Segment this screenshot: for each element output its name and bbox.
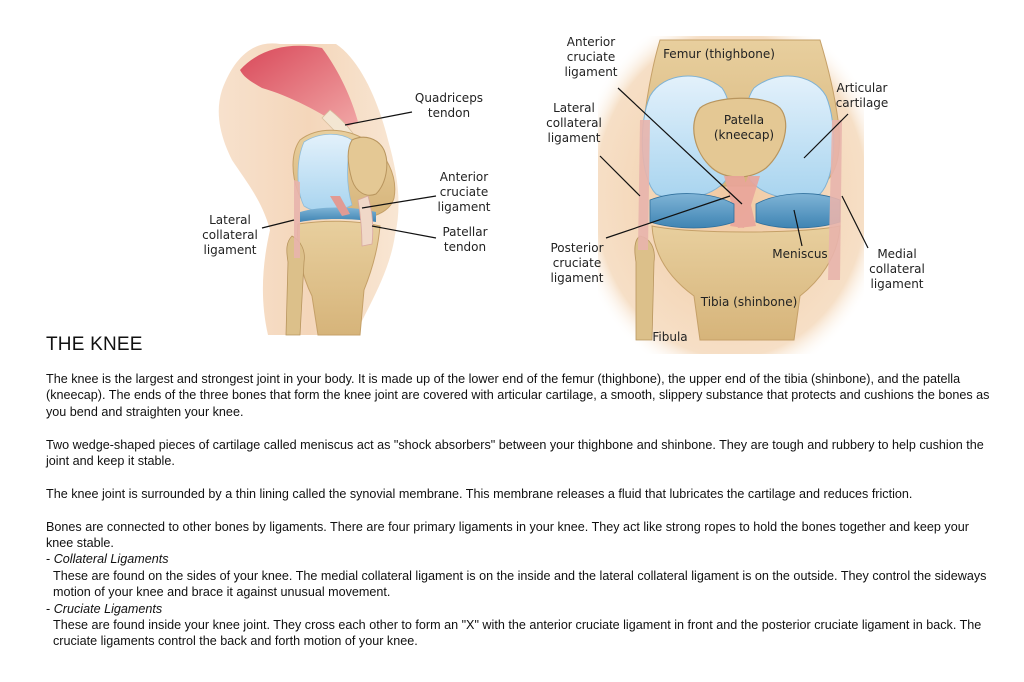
label-line: Femur (thighbone) [663,47,775,61]
front-label-fibula: Fibula [652,330,687,344]
list-item-description: These are found on the sides of your kne… [53,568,987,600]
paragraph-ligaments: Bones are connected to other bones by li… [46,519,969,551]
front-label-femur-text: Femur (thighbone) [663,47,775,61]
list-item-title: Collateral Ligaments [53,552,169,567]
side-view-articular-cartilage [297,133,353,213]
front-view-medial-collateral-ligament [828,120,842,280]
ligament-list-item-cruciate: - Cruciate Ligaments These are found ins… [46,601,996,650]
label-line: Articular [836,81,887,95]
list-item-description: These are found inside your knee joint. … [53,618,982,649]
label-line: cartilage [836,96,889,110]
front-view-meniscus-right [755,193,841,229]
list-item-heading: - Collateral Ligaments [46,551,996,567]
front-view-lateral-collateral-ligament [638,120,650,250]
page-title: THE KNEE [46,334,143,355]
label-line: Lateral [553,101,595,115]
front-label-tibia: Tibia (shinbone) [700,295,798,309]
label-line: ligament [550,271,603,285]
label-line: ligament [870,277,923,291]
front-label-meniscus: Meniscus [772,209,828,261]
front-view-fibula [634,235,655,341]
quadriceps-muscle [240,45,358,128]
side-view-acl [330,196,350,216]
side-view-lateral-collateral-ligament [294,180,300,258]
label-line: collateral [869,262,925,276]
label-line: Patellar [442,225,487,239]
label-line: Anterior [567,35,616,49]
label-line: tendon [428,106,470,120]
list-item-title: Cruciate Ligaments [53,601,163,616]
label-line: Posterior [550,241,603,255]
label-line: Medial [877,247,916,261]
front-label-meniscus-text: Meniscus [772,247,827,261]
label-line: ligament [564,65,617,79]
front-view-cruciate-ligaments [724,176,760,228]
paragraph-meniscus: Two wedge-shaped pieces of cartilage cal… [46,437,984,469]
label-line: collateral [546,116,602,130]
list-dash: - [46,552,54,567]
side-view-patella [347,136,388,196]
label-line: tendon [444,240,486,254]
label-line: Tibia (shinbone) [700,295,798,309]
front-label-patella-text: Patella(kneecap) [714,113,774,142]
label-line: cruciate [567,50,616,64]
label-line: Meniscus [772,247,827,261]
label-line: Anterior [440,170,489,184]
label-line: Quadriceps [415,91,483,105]
article-body: The knee is the largest and strongest jo… [46,371,996,650]
front-label-femur: Femur (thighbone) [663,47,775,61]
side-view-patellar-tendon [357,195,374,247]
side-view-meniscus [300,207,376,222]
label-line: Patella [724,113,764,127]
label-line: Fibula [652,330,687,344]
front-view-patella [693,97,787,178]
ligament-list-item-collateral: - Collateral Ligaments These are found o… [46,551,996,600]
label-line: (kneecap) [714,128,774,142]
label-line: ligament [203,243,256,257]
front-view-tibia [651,225,841,341]
label-line: cruciate [440,185,489,199]
label-line: ligament [437,200,490,214]
front-label-fibula-text: Fibula [652,330,687,344]
paragraph-synovial: The knee joint is surrounded by a thin l… [46,486,913,501]
paragraph-knee-intro: The knee is the largest and strongest jo… [46,372,990,419]
label-line: collateral [202,228,258,242]
list-dash: - [46,601,54,616]
list-item-heading: - Cruciate Ligaments [46,601,996,617]
front-label-patella: Patella(kneecap) [714,113,774,142]
front-label-tibia-text: Tibia (shinbone) [700,295,798,309]
label-line: ligament [547,131,600,145]
label-line: Lateral [209,213,251,227]
label-line: cruciate [553,256,602,270]
